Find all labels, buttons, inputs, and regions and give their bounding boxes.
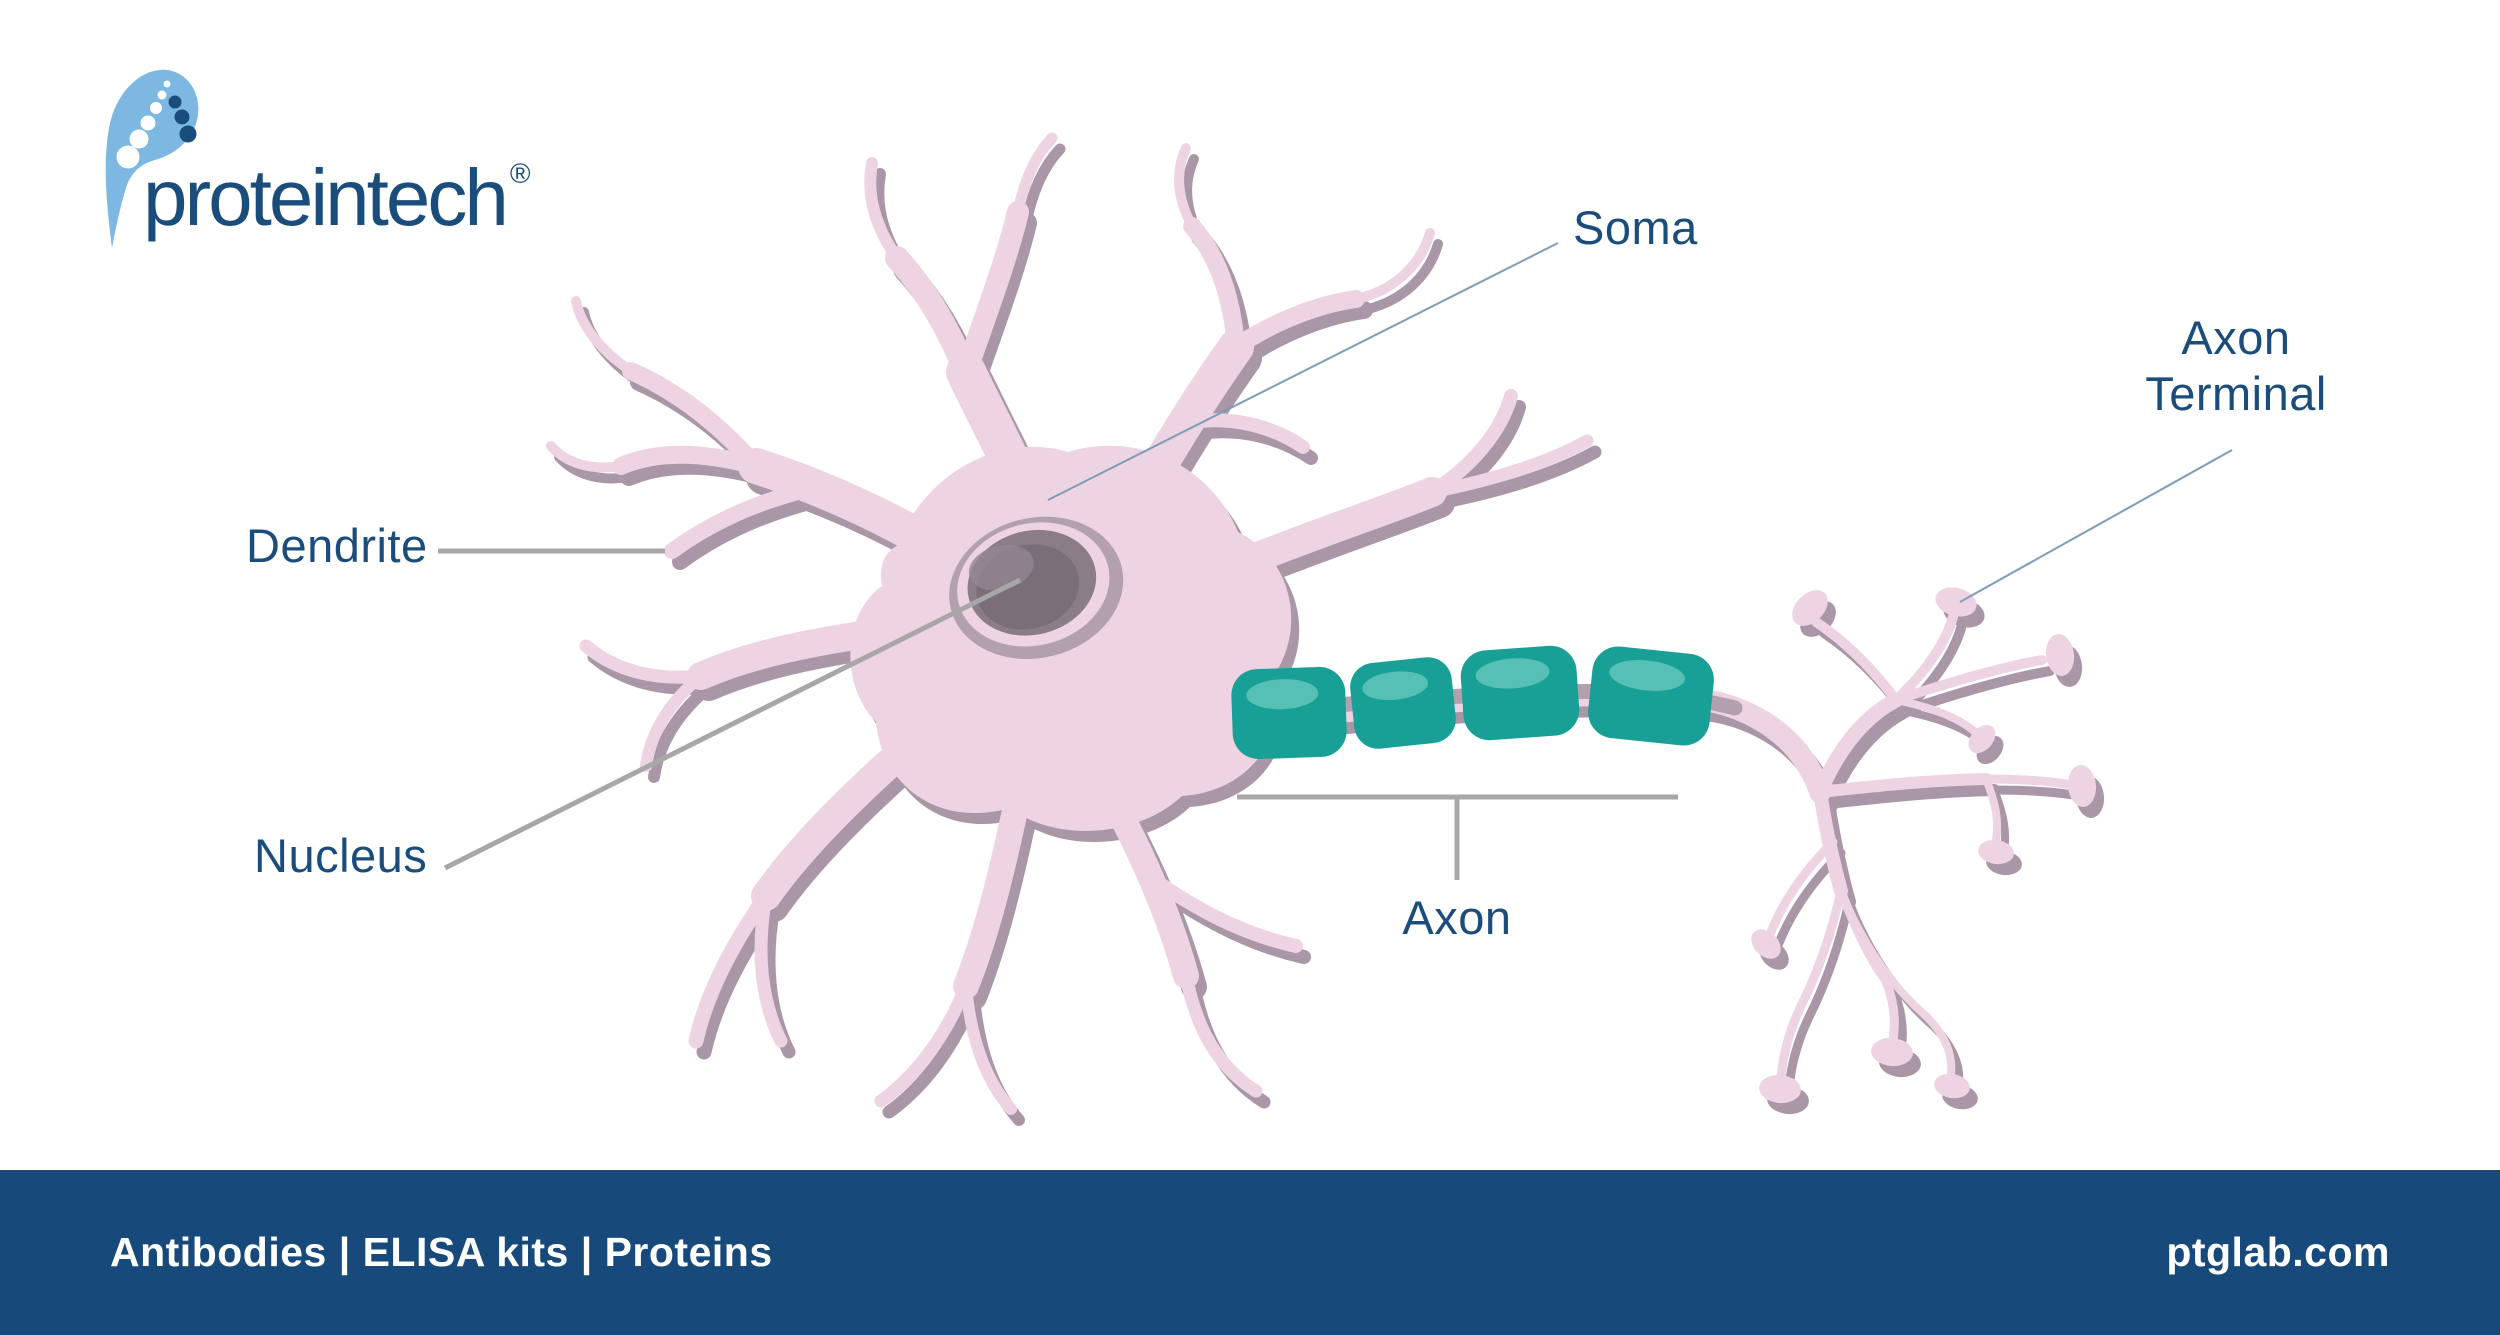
neuron-body	[551, 138, 2098, 1109]
callout-lines	[438, 242, 2233, 880]
proteintech-logo: proteintech ®	[103, 62, 623, 262]
nucleus-leader-line	[443, 577, 1022, 871]
proteintech-drop-icon	[105, 69, 199, 248]
registered-trademark-symbol: ®	[509, 158, 531, 189]
footer-website-url: ptglab.com	[2166, 1229, 2390, 1275]
myelin-sheath	[1231, 645, 1714, 760]
logo-wordmark: proteintech ®	[143, 158, 530, 238]
nucleus-label: Nucleus	[254, 829, 428, 882]
dendrite-label: Dendrite	[246, 519, 428, 572]
axon-label: Axon	[1402, 891, 1512, 944]
axon-bracket-line	[1237, 794, 1678, 880]
axon-terminal-label: Axon Terminal	[2145, 311, 2327, 421]
footer-product-lines: Antibodies | ELISA kits | Proteins	[110, 1229, 773, 1275]
soma-label: Soma	[1573, 201, 1698, 254]
soma-leader-line	[1047, 242, 1559, 501]
footer-bar: Antibodies | ELISA kits | Proteins ptgla…	[0, 1170, 2500, 1335]
axon-terminal-leader-line	[1959, 449, 2233, 603]
nucleus-shape	[949, 516, 1124, 660]
brand-name: proteintech	[143, 153, 509, 242]
